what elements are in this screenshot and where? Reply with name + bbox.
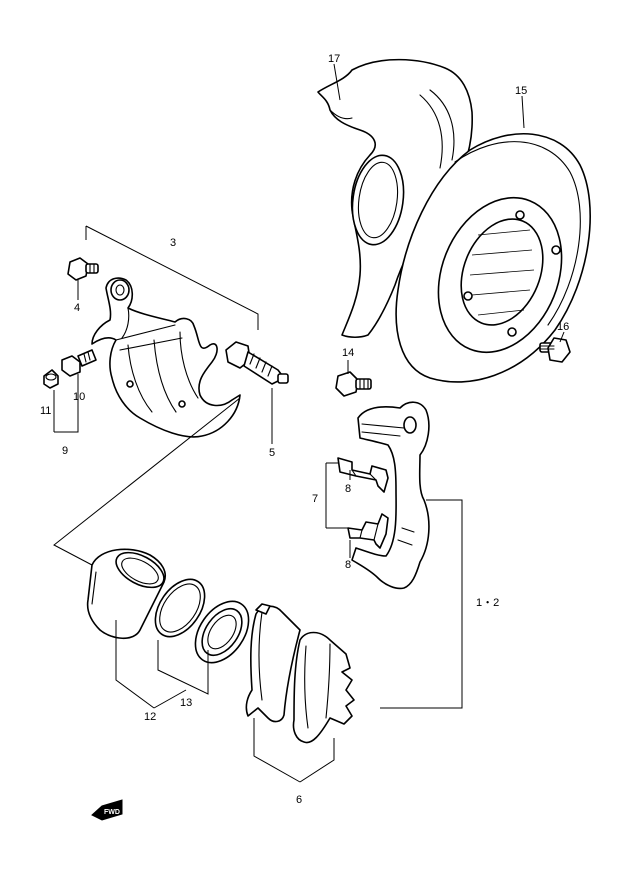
label-16: 16 <box>557 321 569 333</box>
caliper-bolt <box>335 371 372 397</box>
piston-boot <box>194 600 250 664</box>
piston <box>86 548 166 640</box>
brake-pad-inner <box>245 603 301 723</box>
label-17: 17 <box>328 53 340 65</box>
caliper-bolt-small <box>67 257 99 281</box>
leader-lines <box>53 63 565 783</box>
label-5: 5 <box>269 447 275 459</box>
label-4: 4 <box>74 302 80 314</box>
pad-clip-lower <box>347 513 389 549</box>
label-7: 7 <box>312 493 318 505</box>
label-15: 15 <box>515 85 527 97</box>
bleeder-screw <box>61 349 97 377</box>
label-8-upper: 8 <box>345 483 351 495</box>
bleeder-cap <box>43 369 59 389</box>
disc-bolt <box>539 337 571 363</box>
caliper-body <box>91 277 241 438</box>
label-3: 3 <box>170 237 176 249</box>
part-labels: 17 15 3 4 16 14 11 10 9 5 8 7 8 1・2 13 1… <box>40 53 569 806</box>
label-10: 10 <box>73 391 85 403</box>
front-arrow-label: FWD <box>104 809 120 816</box>
label-9: 9 <box>62 445 68 457</box>
brake-pad-outer <box>292 631 355 744</box>
dust-cover <box>317 58 473 339</box>
guide-pin <box>225 341 289 385</box>
label-8-lower: 8 <box>345 559 351 571</box>
label-1-2: 1・2 <box>476 597 499 609</box>
label-14: 14 <box>342 347 354 359</box>
label-11: 11 <box>40 405 51 417</box>
front-arrow-icon: FWD <box>91 799 123 821</box>
brake-disc <box>395 132 591 383</box>
caliper-bracket <box>351 401 430 590</box>
label-13: 13 <box>180 697 192 709</box>
label-12: 12 <box>144 711 156 723</box>
pad-clip-upper <box>337 457 389 493</box>
label-6: 6 <box>296 794 302 806</box>
piston-seal <box>154 578 206 638</box>
